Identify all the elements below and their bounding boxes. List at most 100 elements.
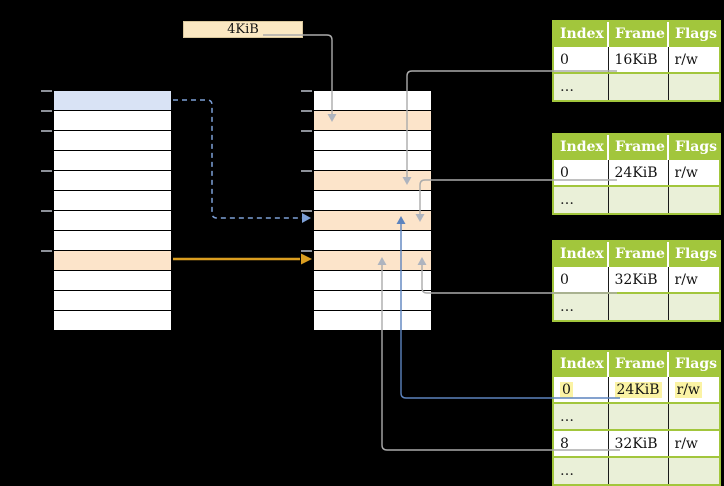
column-header-index: Index <box>554 352 609 376</box>
page-frame-array <box>301 90 432 332</box>
virtual-memory-array <box>41 90 172 332</box>
memory-row-1-blue <box>54 91 171 111</box>
table-cell <box>668 402 719 430</box>
memory-row-11 <box>54 291 171 311</box>
table-cell: r/w <box>668 158 719 186</box>
memory-row-3 <box>54 131 171 151</box>
address-tick <box>41 170 52 172</box>
address-tick <box>41 90 52 92</box>
table-cell: 32KiB <box>608 429 669 457</box>
memory-row-3 <box>314 131 431 151</box>
table-cell: … <box>554 456 609 484</box>
table-cell: 0 <box>554 265 609 293</box>
table-cell: 24KiB <box>608 158 669 186</box>
memory-row-12 <box>54 311 171 331</box>
table-cell: r/w <box>668 265 719 293</box>
table-cell <box>608 185 669 213</box>
memory-row-4 <box>314 151 431 171</box>
table-cell <box>608 72 669 100</box>
column-header-frame: Frame <box>608 242 669 266</box>
page-size-label-text: 4KiB <box>227 22 259 37</box>
memory-row-6 <box>54 191 171 211</box>
table-cell: 0 <box>554 375 609 403</box>
table-cell <box>608 456 669 484</box>
table-cell <box>668 456 719 484</box>
table-cell: 32KiB <box>608 265 669 293</box>
table-cell <box>668 72 719 100</box>
memory-row-8 <box>54 231 171 251</box>
column-header-index: Index <box>554 22 609 46</box>
address-tick <box>301 90 312 92</box>
memory-row-8 <box>314 231 431 251</box>
table-cell: … <box>554 402 609 430</box>
column-header-frame: Frame <box>608 135 669 159</box>
table-cell: 24KiB <box>608 375 669 403</box>
column-header-index: Index <box>554 242 609 266</box>
table-cell: 0 <box>554 45 609 73</box>
virtual-lookup-dashed-arrow-arrowhead <box>302 213 311 223</box>
table-cell: … <box>554 292 609 320</box>
column-header-frame: Frame <box>608 352 669 376</box>
table-cell <box>668 292 719 320</box>
address-tick <box>301 250 312 252</box>
memory-row-10 <box>314 271 431 291</box>
memory-row-9-orange <box>54 251 171 271</box>
memory-row-9-orange <box>314 251 431 271</box>
memory-row-10 <box>54 271 171 291</box>
highlighted-cell-text: 0 <box>560 381 573 398</box>
table-cell: … <box>554 72 609 100</box>
virtual-lookup-dashed-arrow <box>173 99 302 219</box>
table-cell <box>608 402 669 430</box>
column-header-index: Index <box>554 135 609 159</box>
memory-row-4 <box>54 151 171 171</box>
address-tick <box>301 210 312 212</box>
column-header-flags: Flags <box>668 22 719 46</box>
table-row-2: … <box>554 292 719 320</box>
highlighted-cell-text: r/w <box>674 381 702 398</box>
table-cell: 8 <box>554 429 609 457</box>
table-cell: 16KiB <box>608 45 669 73</box>
memory-row-6 <box>314 191 431 211</box>
memory-row-5-orange <box>314 171 431 191</box>
table-cell: r/w <box>668 375 719 403</box>
memory-row-5 <box>54 171 171 191</box>
column-header-flags: Flags <box>668 135 719 159</box>
address-tick <box>41 250 52 252</box>
address-tick <box>41 130 52 132</box>
memory-row-7-orange <box>314 211 431 231</box>
memory-row-1 <box>314 91 431 111</box>
page-size-label: 4KiB <box>183 21 303 38</box>
highlighted-cell-text: 24KiB <box>614 381 662 398</box>
address-tick <box>41 110 52 112</box>
table-cell: r/w <box>668 45 719 73</box>
column-header-frame: Frame <box>608 22 669 46</box>
memory-row-2-orange <box>314 111 431 131</box>
memory-row-7 <box>54 211 171 231</box>
mapped-page-arrow-arrowhead <box>301 253 312 265</box>
table-row-2: … <box>554 402 719 430</box>
table-cell <box>608 292 669 320</box>
column-header-flags: Flags <box>668 352 719 376</box>
address-tick <box>301 110 312 112</box>
address-tick <box>301 170 312 172</box>
table-row-2: … <box>554 72 719 100</box>
memory-row-12 <box>314 311 431 331</box>
table-cell <box>668 185 719 213</box>
table-cell: … <box>554 185 609 213</box>
table-cell: 0 <box>554 158 609 186</box>
table-row-2: … <box>554 185 719 213</box>
table-row-4: … <box>554 456 719 484</box>
